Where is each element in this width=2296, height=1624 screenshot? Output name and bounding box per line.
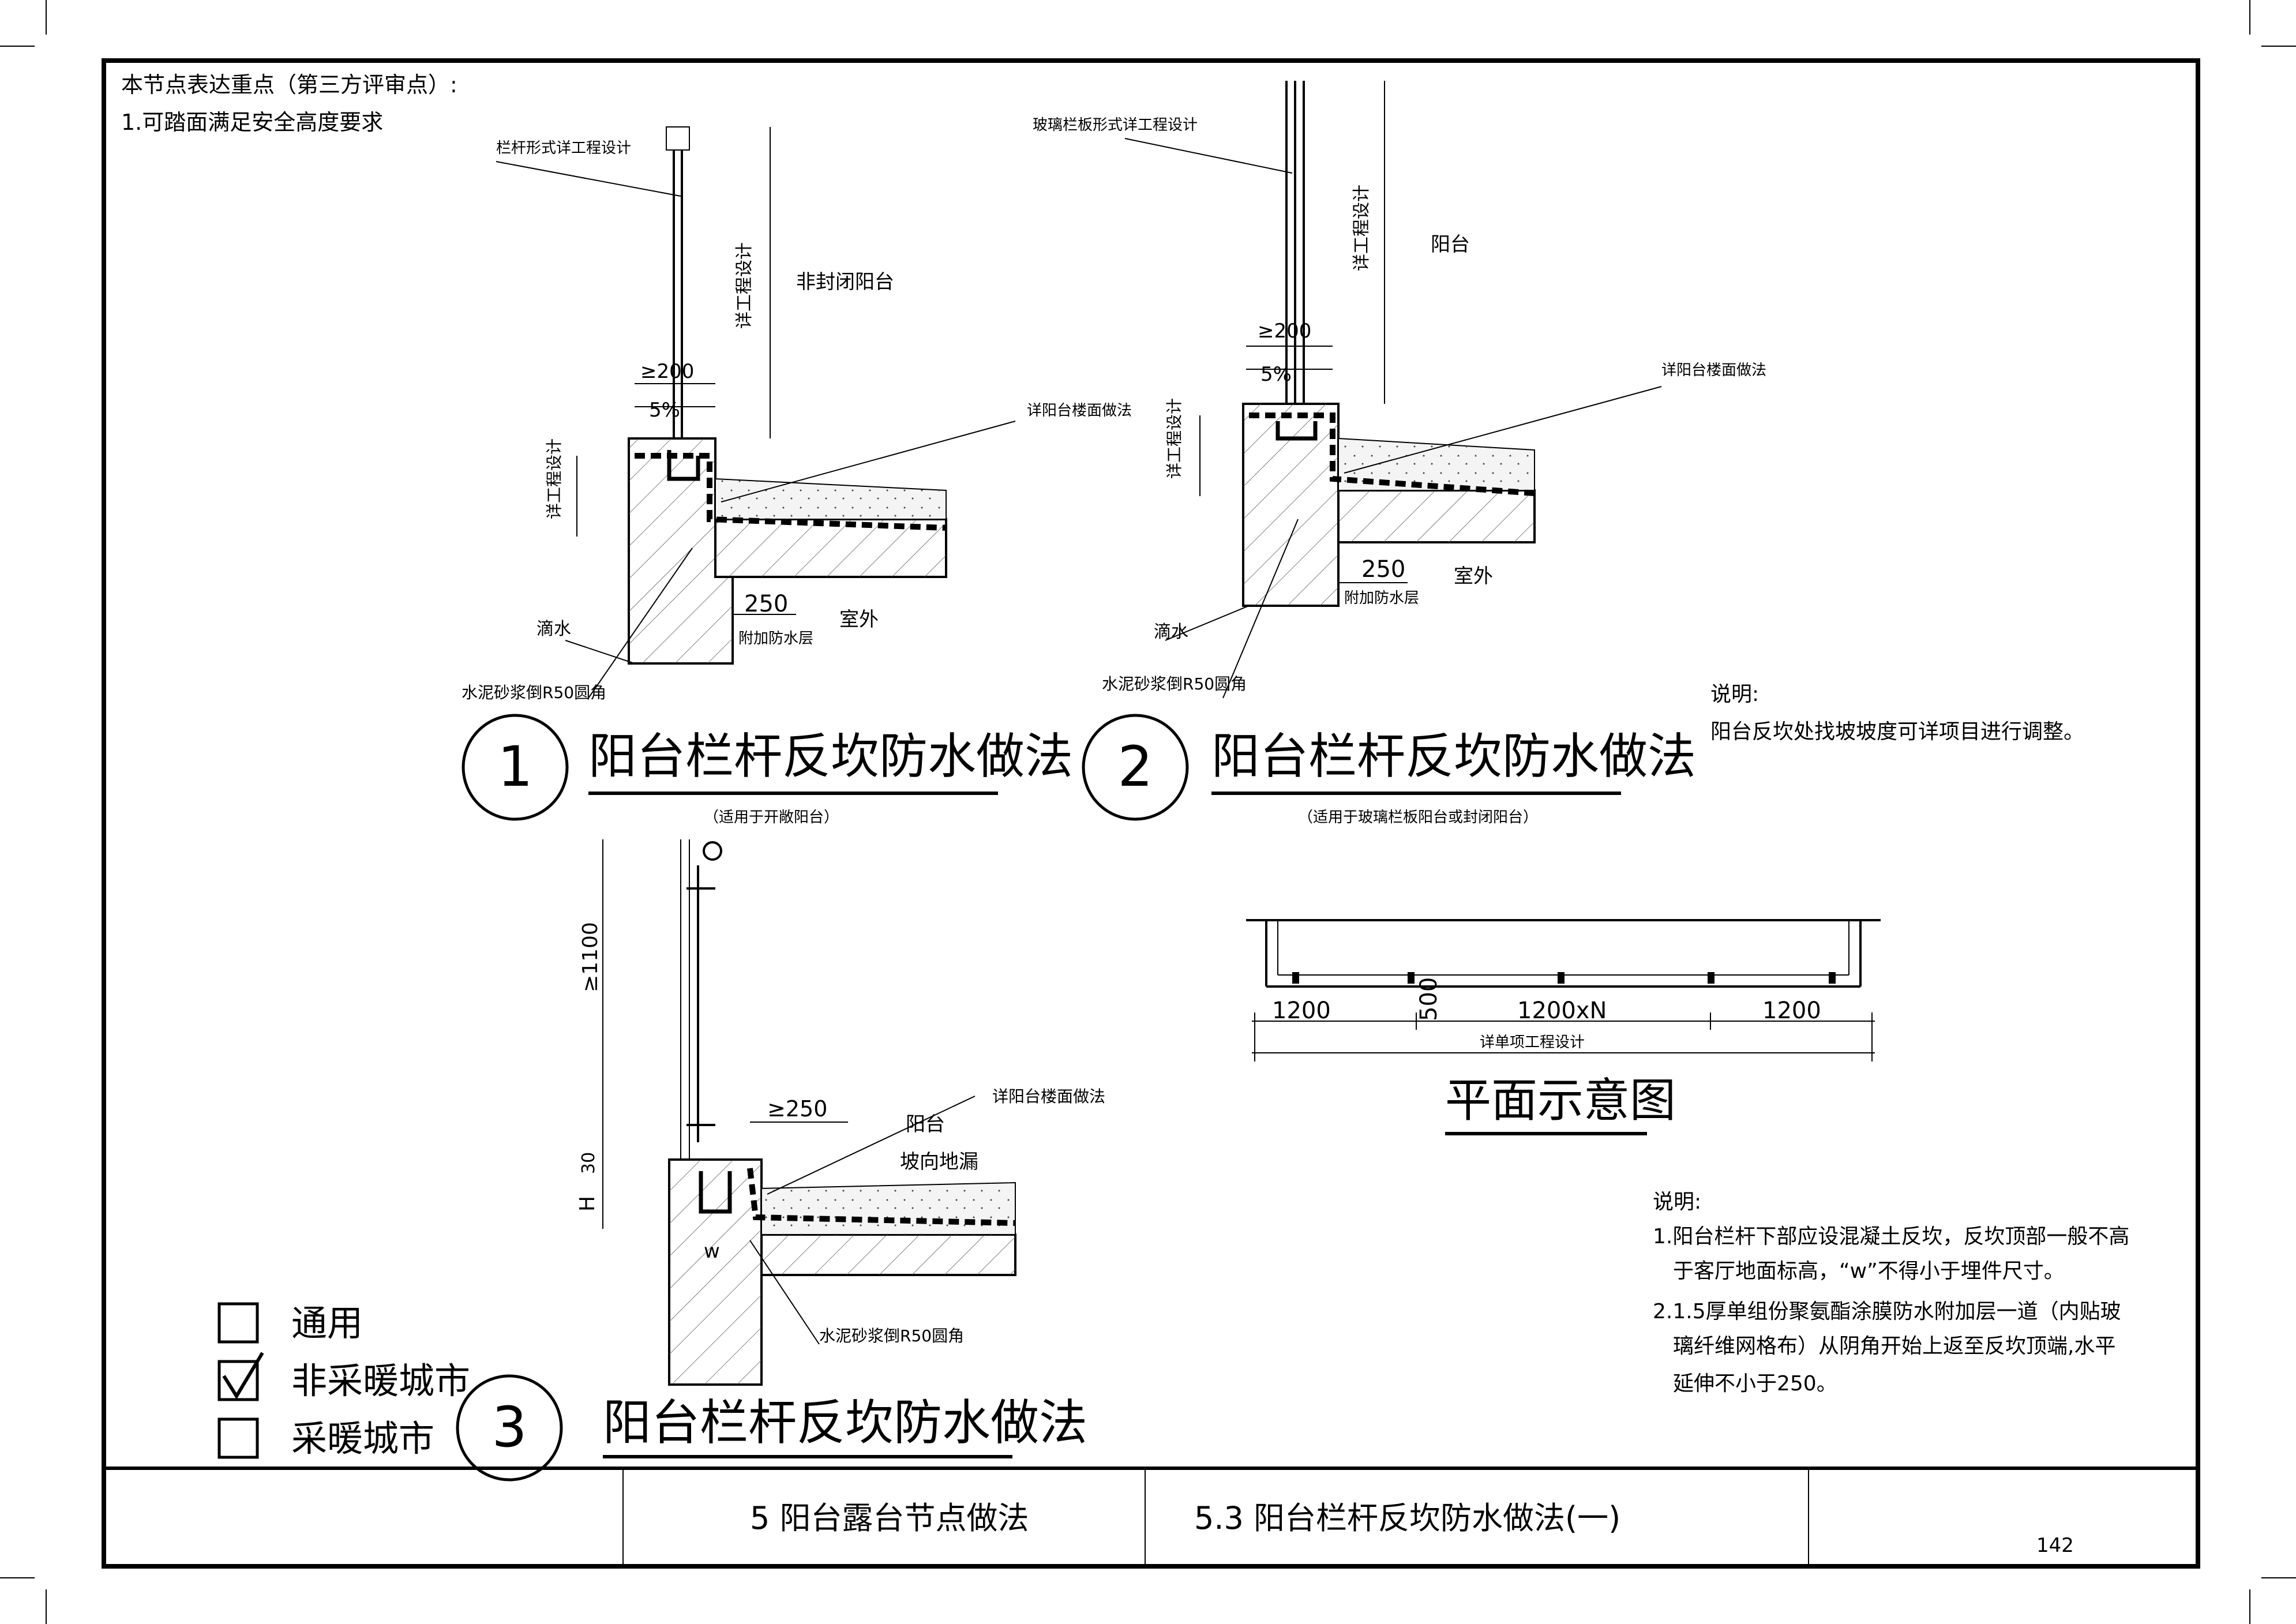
- dim-250: 250: [1361, 556, 1405, 583]
- slope-label: 5%: [1260, 363, 1292, 386]
- note-bottom-line1: 1.阳台栏杆下部应设混凝土反坎，反坎顶部一般不高: [1653, 1225, 2129, 1248]
- note-top-title: 说明:: [1710, 682, 1759, 706]
- waterproof-line: [747, 1168, 1016, 1226]
- note-bottom-line4: 璃纤维网格布）从阴角开始上返至反坎顶端,水平: [1673, 1334, 2115, 1358]
- plan-dim-vertical: 500: [1416, 977, 1442, 1021]
- extra-layer-label: 附加防水层: [738, 630, 813, 647]
- fillet-label: 水泥砂浆倒R50圆角: [1102, 674, 1247, 693]
- note-bottom-title: 说明:: [1653, 1190, 1701, 1214]
- note-bottom-line2: 于客厅地面标高，“w”不得小于埋件尺寸。: [1673, 1259, 2065, 1283]
- balcony-label: 阳台: [906, 1113, 945, 1136]
- plan-dim-right: 1200: [1762, 997, 1821, 1024]
- detail-2-number: 2: [1117, 734, 1153, 799]
- plan-diagram: 1200 1200xN 1200 500 详单项工程设计 平面示意图: [1246, 919, 1881, 1135]
- legend-checkbox-heating[interactable]: [217, 1417, 259, 1459]
- fillet-label: 水泥砂浆倒R50圆角: [462, 683, 606, 702]
- legend-label-non-heating: 非采暖城市: [291, 1360, 470, 1402]
- dim-30: 30: [579, 1152, 599, 1174]
- non-enclosed-label: 非封闭阳台: [796, 271, 894, 294]
- detail-1: 栏杆形式详工程设计 详工程设计 非封闭阳台 ≥200 5% 详阳台楼面做法 详工…: [462, 126, 1132, 826]
- check-icon: [222, 1352, 264, 1400]
- note-bottom-line3: 2.1.5厚单组份聚氨酯涂膜防水附加层一道（内贴玻: [1653, 1300, 2121, 1323]
- legend-checkbox-general[interactable]: [217, 1302, 259, 1344]
- detail-2-subtitle: （适用于玻璃栏板阳台或封闭阳台）: [1298, 809, 1538, 826]
- detail-1-title: 阳台栏杆反坎防水做法: [588, 728, 1073, 785]
- legend-label-general: 通用: [291, 1302, 363, 1344]
- height-label: 详工程设计: [734, 242, 755, 329]
- legend-checkbox-non-heating[interactable]: [217, 1360, 259, 1401]
- balcony-label: 阳台: [1431, 233, 1470, 256]
- w-label: w: [704, 1240, 720, 1263]
- note-top-text: 阳台反坎处找坡坡度可详项目进行调整。: [1710, 720, 2084, 744]
- waterproof-line: [1249, 412, 1535, 496]
- legend: 通用 非采暖城市 采暖城市: [217, 1302, 470, 1460]
- chapter-title: 5 阳台露台节点做法: [750, 1500, 1029, 1536]
- title-block: 5 阳台露台节点做法 5.3 阳台栏杆反坎防水做法(一) 142: [104, 1467, 2198, 1566]
- detail-1-number-circle: [462, 714, 569, 821]
- plan-dim-mid: 1200xN: [1517, 997, 1607, 1024]
- drip-label: 滴水: [537, 619, 571, 639]
- slope-label: 5%: [649, 399, 680, 422]
- outdoor-label: 室外: [839, 608, 879, 631]
- dim-250: ≥250: [767, 1096, 827, 1122]
- railing-label: 栏杆形式详工程设计: [496, 140, 631, 157]
- waterproof-line: [635, 453, 947, 531]
- height-label: 详工程设计: [1352, 185, 1372, 271]
- legend-label-heating: 采暖城市: [291, 1417, 434, 1460]
- plan-note: 详单项工程设计: [1480, 1034, 1585, 1051]
- dim-h: H: [576, 1196, 599, 1212]
- dim-200: ≥200: [640, 360, 694, 383]
- drawing-border: [102, 58, 2200, 1569]
- section-title: 5.3 阳台栏杆反坎防水做法(一): [1194, 1500, 1620, 1536]
- page-number: 142: [2036, 1534, 2074, 1557]
- dim-1100: ≥1100: [579, 922, 602, 992]
- fillet-label: 水泥砂浆倒R50圆角: [819, 1326, 964, 1345]
- plan-title: 平面示意图: [1445, 1074, 1676, 1127]
- outdoor-label: 室外: [1454, 565, 1493, 588]
- note-bottom: 说明: 1.阳台栏杆下部应设混凝土反坎，反坎顶部一般不高 于客厅地面标高，“w”…: [1653, 1190, 2129, 1396]
- detail-3-number-circle: [456, 1374, 563, 1482]
- detail-2-title: 阳台栏杆反坎防水做法: [1211, 728, 1696, 785]
- review-note-item: 1.可踏面满足安全高度要求: [121, 110, 383, 135]
- plan-dim-left: 1200: [1272, 997, 1331, 1024]
- note-bottom-line5: 延伸不小于250。: [1673, 1372, 1837, 1396]
- slope-drain-label: 坡向地漏: [900, 1150, 978, 1173]
- floor-label: 详阳台楼面做法: [1661, 362, 1766, 379]
- detail-1-number: 1: [497, 734, 532, 799]
- dim-200: ≥200: [1258, 320, 1311, 343]
- detail-3: ≥1100 H 30 ≥250 详阳台楼面做法 阳台 坡向地漏 w 水泥砂浆倒R…: [456, 839, 1105, 1482]
- detail-1-subtitle: （适用于开敞阳台）: [704, 809, 839, 826]
- detail-3-number: 3: [492, 1395, 527, 1460]
- dim-250: 250: [744, 591, 788, 617]
- railing-cap: [666, 126, 690, 151]
- design-label: 详工程设计: [1165, 398, 1184, 479]
- floor-label: 详阳台楼面做法: [992, 1087, 1105, 1106]
- detail-2: 玻璃栏板形式详工程设计 详工程设计 阳台 ≥200 5% 详阳台楼面做法 详工程…: [1033, 81, 1766, 826]
- floor-label: 详阳台楼面做法: [1027, 402, 1132, 419]
- review-note-title: 本节点表达重点（第三方评审点）:: [121, 72, 457, 97]
- extra-layer-label: 附加防水层: [1344, 590, 1419, 607]
- detail-3-title: 阳台栏杆反坎防水做法: [603, 1394, 1087, 1451]
- detail-2-number-circle: [1082, 714, 1189, 821]
- glass-label: 玻璃栏板形式详工程设计: [1033, 117, 1198, 134]
- drip-label: 滴水: [1154, 622, 1188, 642]
- design-label: 详工程设计: [545, 438, 564, 519]
